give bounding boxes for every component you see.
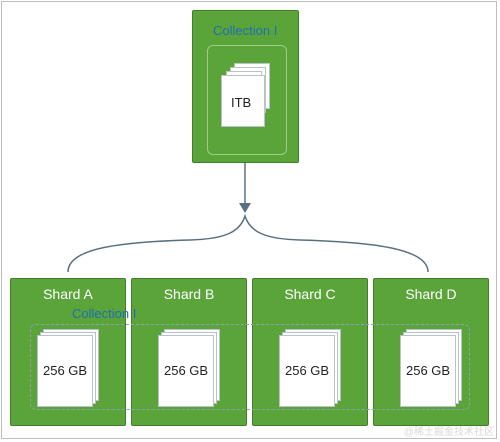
shard-size-label: 256 GB — [406, 363, 451, 378]
brace-path — [67, 213, 429, 273]
shard-box-c: Shard C 256 GB — [252, 278, 368, 426]
shard-collection-label: Collection I — [72, 306, 137, 321]
collection-size-label: ITB — [231, 95, 252, 110]
shard-box-a: Shard A 256 GB — [10, 278, 126, 426]
shard-collection-frame — [30, 324, 470, 410]
document-page-front — [158, 335, 214, 407]
shard-size-label: 256 GB — [285, 363, 330, 378]
document-page-front — [221, 75, 265, 127]
shard-size-label: 256 GB — [164, 363, 209, 378]
arrow-head — [239, 203, 251, 213]
document-page-front — [279, 335, 335, 407]
collection-box: Collection I ITB — [192, 10, 299, 163]
shard-size-label: 256 GB — [43, 363, 88, 378]
shard-title: Shard D — [405, 286, 457, 302]
shard-title: Shard A — [43, 286, 93, 302]
document-page-front — [400, 335, 456, 407]
shard-box-b: Shard B 256 GB — [131, 278, 247, 426]
document-page-front — [37, 335, 93, 407]
collection-inner-frame — [207, 45, 287, 155]
shard-title: Shard B — [163, 286, 215, 302]
watermark: @稀土掘金技术社区 — [403, 427, 494, 438]
shard-title: Shard C — [284, 286, 336, 302]
collection-title: Collection I — [213, 23, 278, 38]
